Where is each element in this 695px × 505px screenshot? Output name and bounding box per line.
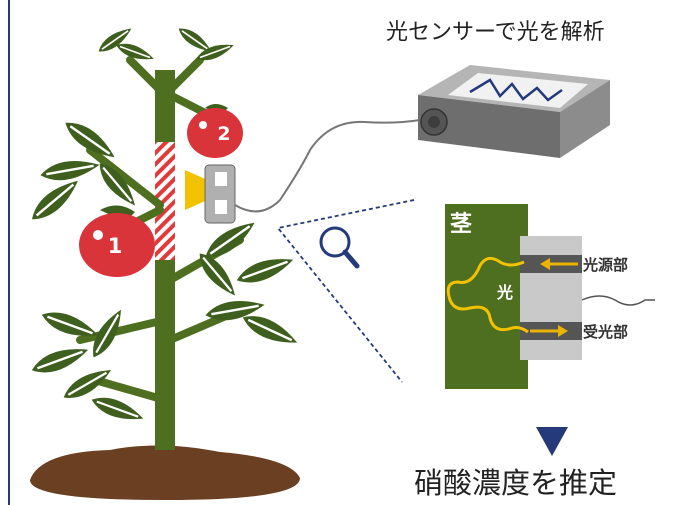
- tomato-2-number: 2: [217, 123, 230, 145]
- sensor-housing: [520, 236, 582, 360]
- sensor-wire: [581, 295, 655, 306]
- magnifier-icon: [319, 226, 360, 269]
- result-caption: 硝酸濃度を推定: [414, 466, 618, 500]
- tomato-1: 1: [79, 205, 155, 277]
- stem-label: 茎: [450, 211, 472, 237]
- light-path: [446, 256, 529, 334]
- zoom-callout-lines: [276, 199, 415, 383]
- soil-mound: [30, 445, 300, 500]
- light-label: 光: [496, 283, 513, 302]
- frame-border: [8, 0, 10, 505]
- sensor-probe: [204, 164, 236, 224]
- sensor-cable: [234, 119, 421, 213]
- light-source-label: 光源部: [582, 256, 628, 274]
- waveform-icon: [469, 78, 563, 102]
- stem-measurement-band: [155, 142, 175, 260]
- receiver-label: 受光部: [583, 323, 628, 341]
- light-sensor-device: [418, 65, 610, 158]
- sensor-caption: 光センサーで光を解析: [386, 20, 605, 45]
- tomato-1-number: 1: [108, 234, 123, 258]
- tomato-2: 2: [187, 104, 243, 158]
- down-triangle-icon: [536, 427, 568, 456]
- stem-cross-section: [445, 204, 528, 389]
